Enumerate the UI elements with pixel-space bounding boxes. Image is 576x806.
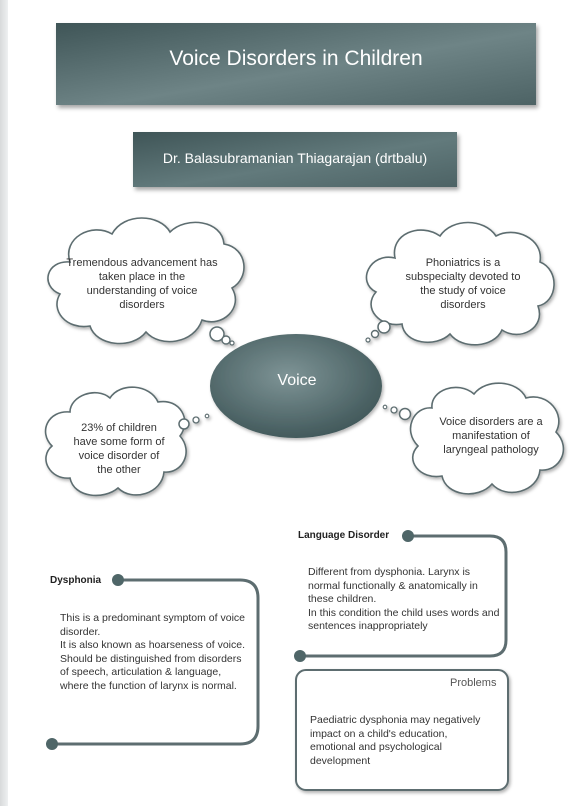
language-disorder-line-2: In this condition the child uses words a…	[308, 606, 500, 633]
thought-cloud-2	[365, 221, 555, 346]
dysphonia-line-3: Should be distinguished from disorders o…	[60, 652, 242, 692]
title-banner: Voice Disorders in Children	[56, 23, 536, 105]
voice-ellipse	[210, 334, 382, 438]
dysphonia-heading: Dysphonia	[50, 575, 102, 586]
thought-text-2: Phoniatrics is a subspecialty devoted to…	[405, 257, 521, 311]
thought-text-3: 23% of children have some form of voice …	[73, 422, 165, 476]
page-edge	[0, 0, 8, 806]
voice-label: Voice	[277, 372, 317, 389]
dysphonia-text: This is a predominant symptom of voice d…	[60, 612, 250, 693]
thought-cloud-1	[47, 217, 245, 346]
thought-text-4: Voice disorders are a manifestation of l…	[439, 416, 543, 456]
page-title: Voice Disorders in Children	[169, 47, 423, 70]
dysphonia-bracket	[46, 574, 260, 750]
problems-label: Problems	[450, 677, 497, 689]
problems-box	[295, 669, 509, 791]
author-name: Dr. Balasubramanian Thiagarajan (drtbalu…	[162, 149, 428, 166]
dysphonia-line-1: This is a predominant symptom of voice d…	[60, 612, 245, 638]
language-disorder-heading: Language Disorder	[298, 530, 390, 541]
thought-text-1: Tremendous advancement has taken place i…	[66, 257, 218, 311]
thought-cloud-3	[44, 386, 210, 497]
dysphonia-line-2: It is also known as hoarseness of voice.	[60, 639, 246, 651]
author-banner: Dr. Balasubramanian Thiagarajan (drtbalu…	[133, 132, 457, 187]
language-disorder-line-1: Different from dysphonia. Larynx is norm…	[308, 566, 478, 605]
thought-cloud-4	[382, 382, 565, 495]
language-disorder-bracket	[294, 530, 508, 662]
language-disorder-text: Different from dysphonia. Larynx is norm…	[308, 566, 500, 634]
problems-text: Paediatric dysphonia may negatively impa…	[310, 714, 481, 767]
